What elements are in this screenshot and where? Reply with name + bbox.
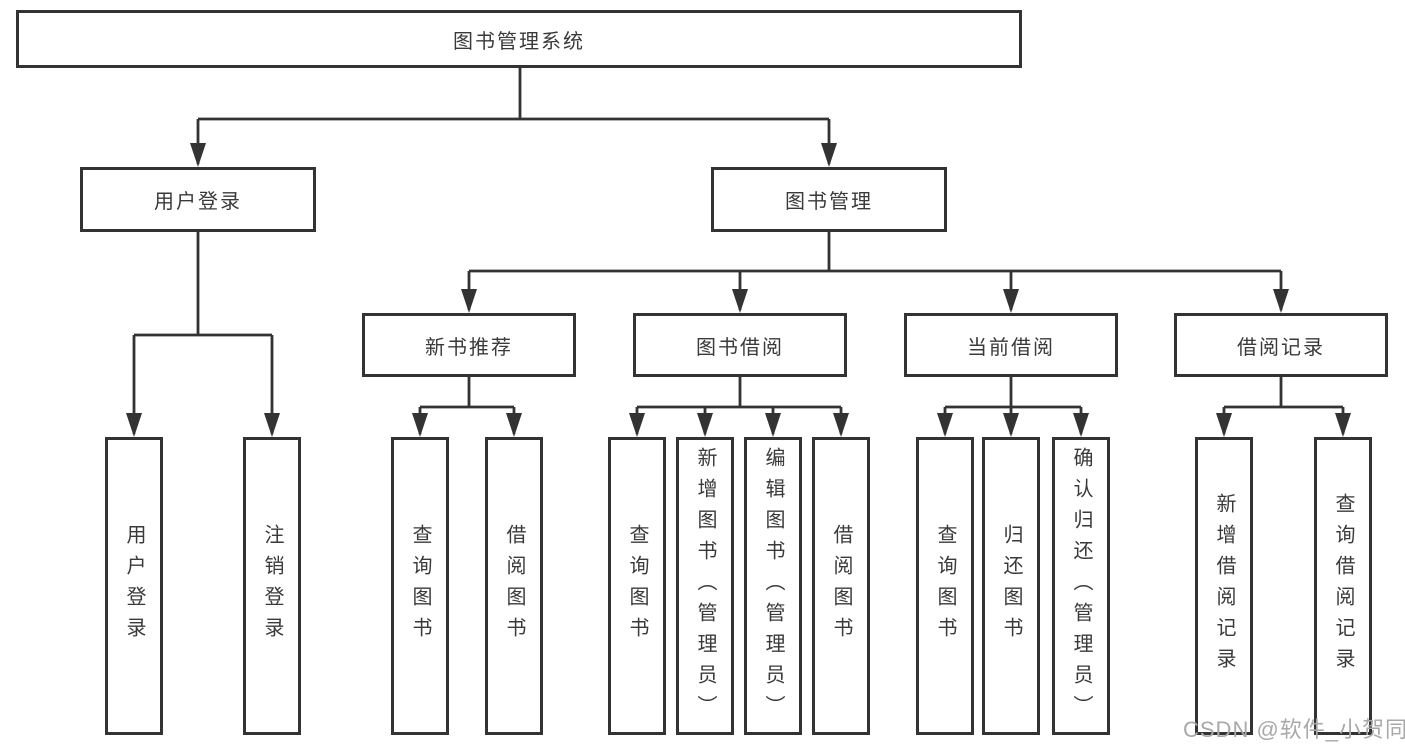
leaf-borrow-books-recommend: 借阅图书 xyxy=(485,437,543,735)
node-new-book-recommendation: 新书推荐 xyxy=(362,313,576,377)
leaf-return-books: 归还图书 xyxy=(982,437,1040,735)
arrowhead-icon xyxy=(506,413,522,437)
arrowhead-icon xyxy=(1216,413,1232,437)
leaf-add-borrow-record: 新增借阅记录 xyxy=(1195,437,1253,735)
connector-root xyxy=(196,68,831,164)
arrowhead-icon xyxy=(821,143,837,167)
leaf-borrow-books-recommend-label: 借阅图书 xyxy=(503,524,525,648)
arrowhead-icon xyxy=(833,413,849,437)
arrowhead-icon xyxy=(732,289,748,313)
leaf-user-login-label: 用户登录 xyxy=(123,524,145,648)
leaf-confirm-return-admin-label: 确认归还（管理员） xyxy=(1070,446,1092,726)
leaf-edit-book-admin: 编辑图书（管理员） xyxy=(744,437,802,735)
node-user-login-label: 用户登录 xyxy=(154,191,242,213)
arrowhead-icon xyxy=(937,413,953,437)
arrowhead-icon xyxy=(765,413,781,437)
leaf-query-borrow-record: 查询借阅记录 xyxy=(1314,437,1372,735)
node-current-borrowing-label: 当前借阅 xyxy=(967,336,1055,359)
arrowhead-icon xyxy=(1003,289,1019,313)
connector-borrow-records xyxy=(1222,377,1345,434)
arrowhead-icon xyxy=(629,413,645,437)
node-book-management-system-label: 图书管理系统 xyxy=(453,30,585,53)
connector-book-management xyxy=(467,232,1283,310)
leaf-query-books-current-label: 查询图书 xyxy=(934,524,956,648)
leaf-edit-book-admin-label: 编辑图书（管理员） xyxy=(762,446,784,726)
arrowhead-icon xyxy=(190,143,206,167)
arrowhead-icon xyxy=(697,413,713,437)
leaf-add-book-admin: 新增图书（管理员） xyxy=(676,437,734,735)
node-borrowing-records: 借阅记录 xyxy=(1174,313,1388,377)
node-book-borrowing: 图书借阅 xyxy=(633,313,847,377)
connector-new-book-recommend xyxy=(418,377,516,434)
arrowhead-icon xyxy=(126,413,142,437)
node-user-login: 用户登录 xyxy=(80,167,316,232)
node-new-book-recommendation-label: 新书推荐 xyxy=(425,336,513,359)
arrowhead-icon xyxy=(412,413,428,437)
node-book-management-system: 图书管理系统 xyxy=(16,10,1022,68)
leaf-user-login: 用户登录 xyxy=(105,437,163,735)
leaf-query-books-borrow-label: 查询图书 xyxy=(626,524,648,648)
leaf-query-books-recommend-label: 查询图书 xyxy=(409,524,431,648)
arrowhead-icon xyxy=(1003,413,1019,437)
leaf-return-books-label: 归还图书 xyxy=(1000,524,1022,648)
node-book-management-label: 图书管理 xyxy=(785,191,873,213)
leaf-borrow-books-borrow: 借阅图书 xyxy=(812,437,870,735)
node-book-borrowing-label: 图书借阅 xyxy=(696,336,784,359)
arrowhead-icon xyxy=(1335,413,1351,437)
node-borrowing-records-label: 借阅记录 xyxy=(1237,336,1325,359)
leaf-borrow-books-borrow-label: 借阅图书 xyxy=(830,524,852,648)
connector-book-borrow xyxy=(635,377,843,434)
leaf-query-books-recommend: 查询图书 xyxy=(391,437,449,735)
node-current-borrowing: 当前借阅 xyxy=(904,313,1118,377)
leaf-add-book-admin-label: 新增图书（管理员） xyxy=(694,446,716,726)
leaf-logout-label: 注销登录 xyxy=(261,524,283,648)
node-book-management: 图书管理 xyxy=(711,167,947,232)
leaf-query-books-current: 查询图书 xyxy=(916,437,974,735)
arrowhead-icon xyxy=(264,413,280,437)
leaf-logout: 注销登录 xyxy=(243,437,301,735)
leaf-query-borrow-record-label: 查询借阅记录 xyxy=(1332,493,1354,679)
connector-user-login xyxy=(132,232,274,434)
leaf-add-borrow-record-label: 新增借阅记录 xyxy=(1213,493,1235,679)
arrowhead-icon xyxy=(1073,413,1089,437)
leaf-query-books-borrow: 查询图书 xyxy=(608,437,666,735)
arrowhead-icon xyxy=(461,289,477,313)
arrowhead-icon xyxy=(1273,289,1289,313)
watermark: CSDN @软件_小贺同学 xyxy=(1183,717,1405,742)
leaf-confirm-return-admin: 确认归还（管理员） xyxy=(1052,437,1110,735)
